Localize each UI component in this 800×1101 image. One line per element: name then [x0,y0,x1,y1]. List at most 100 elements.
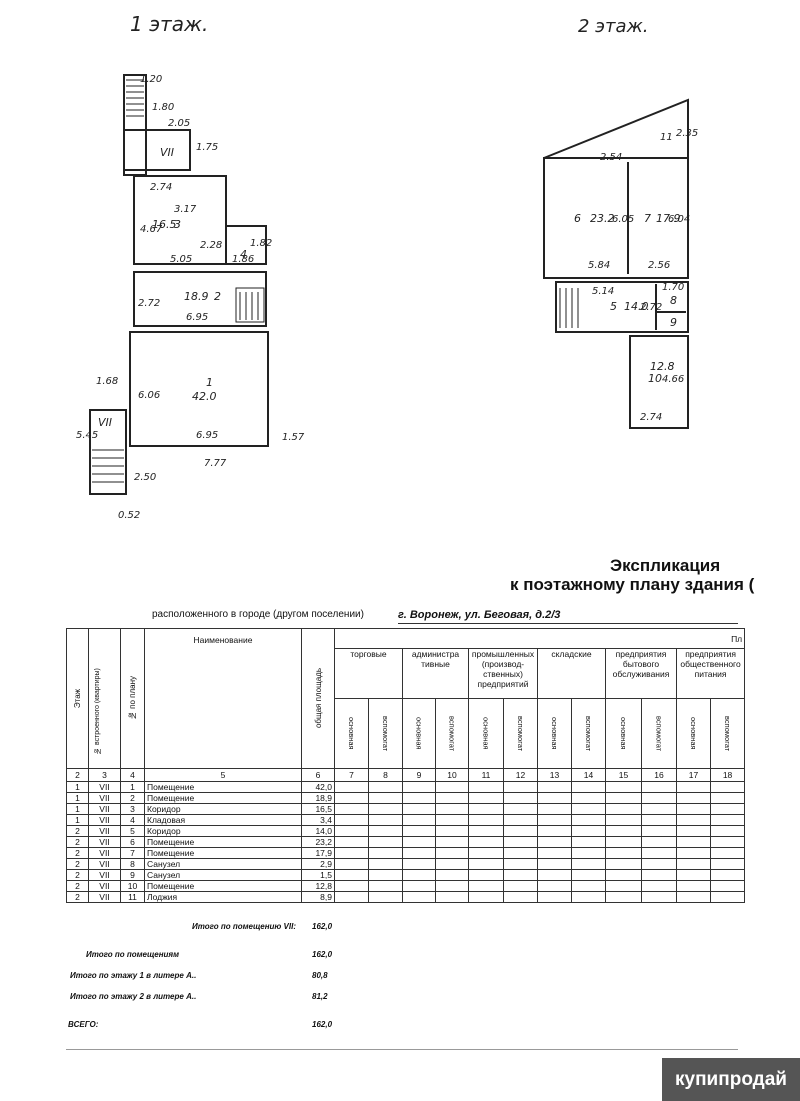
room-2-num: 2 [214,290,221,303]
cell-floor: 2 [66,836,89,848]
dim-5-05: 5.05 [170,254,192,265]
cell-empty [435,880,469,892]
cell-empty [503,891,538,903]
bottom-rule [66,1049,738,1050]
dim-1-82: 1.82 [250,238,272,249]
cell-empty [641,825,677,837]
cell-empty [368,880,403,892]
cell-empty [368,825,403,837]
cell-floor: 1 [66,792,89,804]
dim-5-84: 5.84 [588,260,610,271]
dim-6-95-a: 6.95 [186,312,208,323]
cell-empty [676,814,711,826]
cell-empty [435,858,469,870]
explication-table: Этаж № встроенного (квартиры) № по плану… [66,628,746,903]
cell-empty [605,858,642,870]
cell-empty [571,825,606,837]
cell-name: Лоджия [144,891,302,903]
cell-empty [605,792,642,804]
cell-no: 4 [120,814,145,826]
cell-no: 3 [120,803,145,815]
cell-floor: 2 [66,869,89,881]
cell-empty [435,825,469,837]
cell-empty [605,880,642,892]
loggia-2-outline [543,98,689,159]
cell-empty [676,792,711,804]
room-loggia-top [123,129,191,171]
room-2-area: 18.9 [184,290,209,303]
dim-2-05: 2.05 [168,118,190,129]
cell-empty [334,792,369,804]
cell-empty [503,792,538,804]
cell-empty [641,858,677,870]
room-5-num: 5 [610,300,617,313]
cell-empty [537,858,572,870]
cell-empty [641,792,677,804]
cell-empty [368,891,403,903]
column-number: 13 [537,768,572,782]
cell-empty [402,869,436,881]
cell-empty [402,880,436,892]
group-trade: торговые [334,648,403,699]
cell-empty [334,825,369,837]
cell-empty [435,792,469,804]
cell-name: Санузел [144,869,302,881]
cell-empty [709,814,746,826]
cell-empty [435,847,469,859]
cell-empty [503,847,538,859]
column-number: 4 [120,768,145,782]
group-warehouse: складские [537,648,606,699]
cell-empty [402,891,436,903]
sub-main: основная [605,698,642,769]
sub-aux: вспомогат [503,698,538,769]
cell-empty [435,803,469,815]
cell-area: 18,9 [301,792,335,804]
room-1 [129,331,269,447]
cell-bld: VII [88,814,121,826]
cell-empty [503,781,538,793]
cell-empty [334,803,369,815]
cell-empty [641,847,677,859]
cell-empty [435,836,469,848]
cell-name: Помещение [144,792,302,804]
cell-empty [368,814,403,826]
group-admin: администра тивные [402,648,469,699]
cell-name: Помещение [144,836,302,848]
cell-empty [676,869,711,881]
room-10-area: 12.8 [650,360,675,373]
cell-empty [435,814,469,826]
head-building-no: № встроенного (квартиры) [88,628,121,769]
cell-floor: 2 [66,825,89,837]
cell-empty [537,792,572,804]
dim-1-70: 1.70 [662,282,684,293]
room-3 [133,175,227,265]
column-number: 5 [144,768,302,782]
dim-0-52: 0.52 [118,510,140,521]
cell-empty [676,836,711,848]
head-total-area: общая площадь [301,628,335,769]
cell-empty [368,847,403,859]
dim-6-05: 6.05 [612,214,634,225]
cell-bld: VII [88,869,121,881]
cell-floor: 1 [66,803,89,815]
dim-5-14: 5.14 [592,286,614,297]
dim-1-80: 1.80 [152,102,174,113]
cell-no: 1 [120,781,145,793]
total-vii-value: 162,0 [312,922,333,931]
cell-no: 2 [120,792,145,804]
sub-aux: вспомогат [641,698,677,769]
sub-aux: вспомогат [709,698,746,769]
cell-empty [537,847,572,859]
cell-empty [435,891,469,903]
cell-empty [571,792,606,804]
sub-main: основная [676,698,711,769]
cell-empty [571,781,606,793]
cell-floor: 2 [66,891,89,903]
cell-empty [503,814,538,826]
cell-empty [641,803,677,815]
